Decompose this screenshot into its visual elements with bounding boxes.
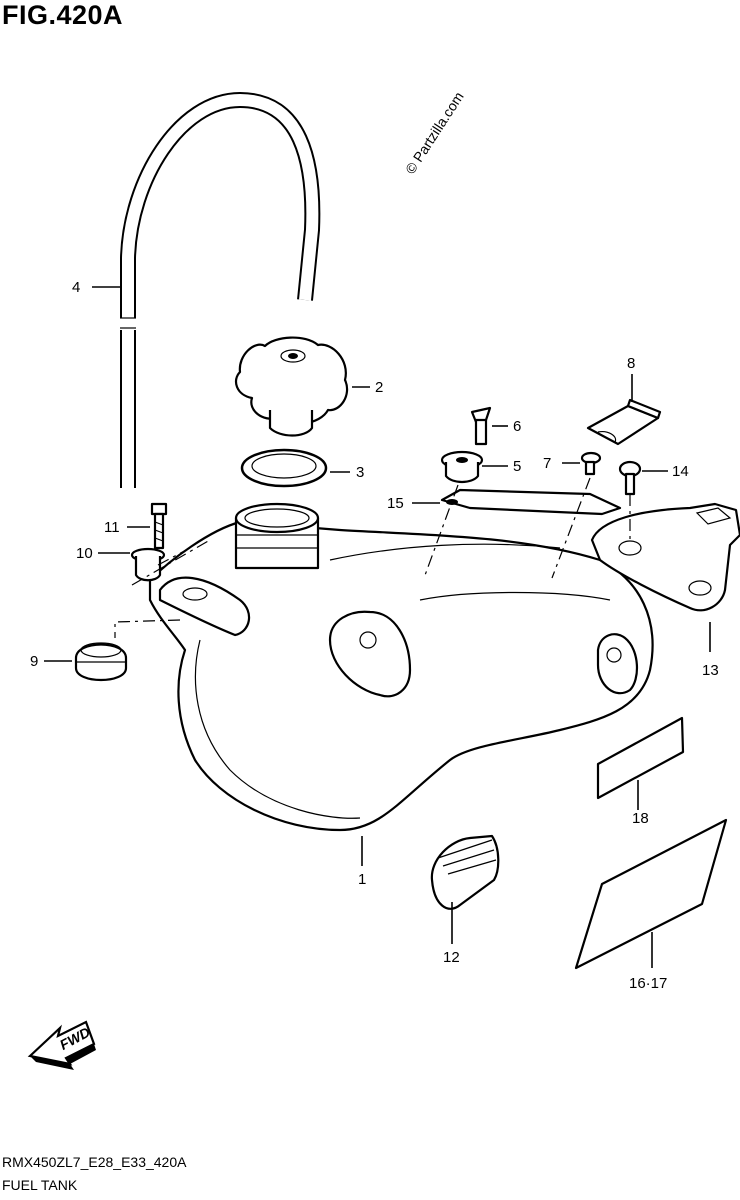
part-3-gasket <box>240 448 328 488</box>
part-11-bolt <box>150 502 168 550</box>
callout-10: 10 <box>76 545 93 562</box>
part-18-label <box>596 716 685 800</box>
callout-3: 3 <box>356 464 364 481</box>
callout-4: 4 <box>72 279 80 296</box>
leader-lines <box>44 286 711 968</box>
callout-6: 6 <box>513 418 521 435</box>
figure-title: FIG.420A <box>2 0 124 30</box>
callout-15: 15 <box>387 495 404 512</box>
part-16-17-label <box>574 818 728 970</box>
callout-2: 2 <box>375 379 383 396</box>
callout-11: 11 <box>104 519 120 536</box>
part-9-cushion <box>74 642 128 682</box>
callout-14: 14 <box>672 463 689 480</box>
callout-labels: 4 2 3 5 6 7 8 14 15 11 10 9 13 18 1 12 1… <box>30 279 719 992</box>
callout-5: 5 <box>513 458 521 475</box>
callout-16-17: 16·17 <box>629 975 667 992</box>
part-13-bracket <box>590 502 740 612</box>
part-2-fuel-cap <box>234 336 349 437</box>
part-6-screw <box>470 406 492 446</box>
part-10-collar <box>130 547 166 582</box>
assembly-lines <box>114 477 631 638</box>
part-14-bolt <box>618 460 642 496</box>
part-5-cushion <box>440 450 484 484</box>
part-1-fuel-tank <box>148 502 654 832</box>
section-name: FUEL TANK <box>2 1177 78 1193</box>
callout-18: 18 <box>632 810 649 827</box>
callout-9: 9 <box>30 653 38 670</box>
callout-13: 13 <box>702 662 719 679</box>
callout-12: 12 <box>443 949 460 966</box>
part-7-screw <box>580 451 602 476</box>
diagram-code: RMX450ZL7_E28_E33_420A <box>2 1154 187 1170</box>
callout-1: 1 <box>358 871 366 888</box>
part-8-clip <box>586 398 662 446</box>
part-4-breather-hose <box>118 92 321 488</box>
part-12-cushion <box>430 834 500 910</box>
callout-8: 8 <box>627 355 635 372</box>
callout-7: 7 <box>543 455 551 472</box>
part-15-plate <box>440 488 622 516</box>
forward-direction-arrow: FWD <box>27 1020 96 1070</box>
